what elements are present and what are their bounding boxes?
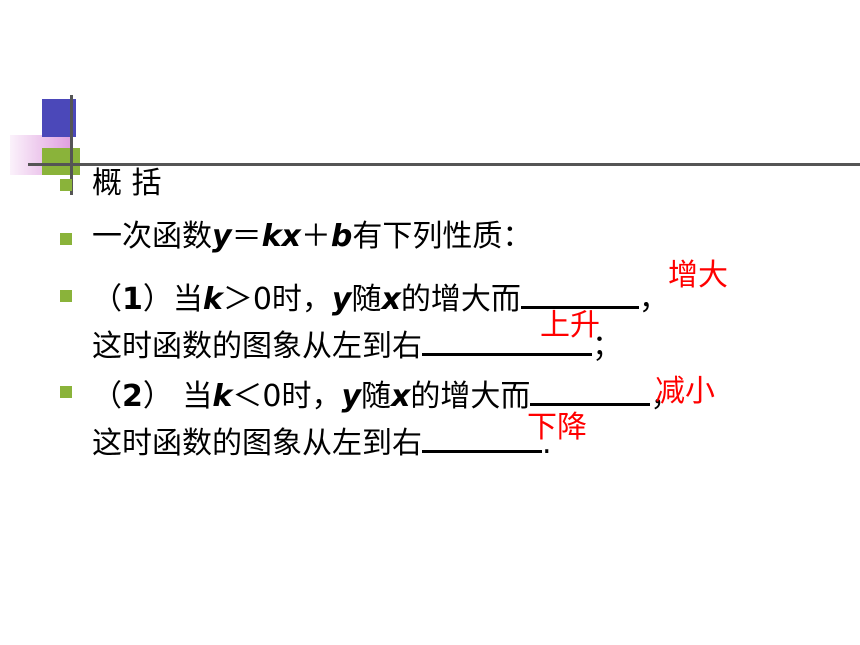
item1-condition: ＞0时，: [222, 282, 332, 317]
intro-text2: 有下列性质：: [352, 219, 533, 254]
equals-sign: ＝: [231, 219, 262, 254]
item2-line1: （2） 当k＜0时，y随x的增大而 ，: [92, 373, 680, 415]
item2-paren-open: （: [92, 379, 122, 414]
decor-horizontal-line: [28, 163, 860, 166]
item1-number: 1: [122, 282, 143, 317]
item1-semicolon: ；: [592, 329, 622, 364]
item2-blank1: [530, 373, 651, 406]
intro-line: 一次函数y＝kx＋b有下列性质：: [92, 219, 532, 255]
var-kx: kx: [261, 219, 301, 254]
intro-text1: 一次函数: [92, 219, 212, 254]
item1-line2-text: 这时函数的图象从左到右: [92, 329, 422, 364]
item1-text1: 随: [351, 282, 382, 317]
item2-text2: 的增大而: [410, 379, 531, 414]
item2-line2: 这时函数的图象从左到右.: [92, 420, 552, 462]
bullet-item2: [60, 386, 72, 398]
item2-answer2: 下降: [527, 410, 587, 445]
item2-answer1: 减小: [655, 374, 715, 409]
item1-line1: （1）当k＞0时，y随x的增大而 ，: [92, 276, 669, 318]
item1-comma: ，: [638, 282, 669, 317]
bullet-intro: [60, 233, 72, 245]
item2-period: .: [542, 426, 552, 461]
item1-paren-open: （: [92, 282, 122, 317]
heading: 概 括: [92, 166, 162, 201]
item1-var-x: x: [381, 282, 401, 317]
plus-sign: ＋: [300, 219, 331, 254]
item1-blank2: [422, 323, 592, 356]
item1-blank1: [520, 276, 639, 309]
item2-paren-close: ） 当: [142, 379, 213, 414]
item2-var-y: y: [341, 379, 362, 414]
item1-answer1: 增大: [668, 258, 728, 293]
decor-green-square: [42, 148, 80, 175]
item2-var-k: k: [212, 379, 233, 414]
item2-blank2: [422, 420, 542, 453]
item2-var-x: x: [391, 379, 411, 414]
item1-line2: 这时函数的图象从左到右 ；: [92, 323, 622, 365]
var-b: b: [330, 219, 353, 254]
item2-number: 2: [122, 379, 143, 414]
item1-paren-close: ）当: [142, 282, 203, 317]
item1-var-y: y: [331, 282, 352, 317]
bullet-heading: [60, 179, 72, 191]
item2-comma: ，: [650, 379, 681, 414]
item2-line2-text: 这时函数的图象从左到右: [92, 426, 422, 461]
var-y: y: [212, 219, 232, 254]
item2-text1: 随: [361, 379, 392, 414]
bullet-item1: [60, 290, 72, 302]
item1-var-k: k: [202, 282, 223, 317]
item1-answer2: 上升: [540, 308, 600, 343]
item2-condition: ＜0时，: [232, 379, 342, 414]
decor-vertical-line: [70, 95, 73, 195]
item1-text2: 的增大而: [400, 282, 521, 317]
